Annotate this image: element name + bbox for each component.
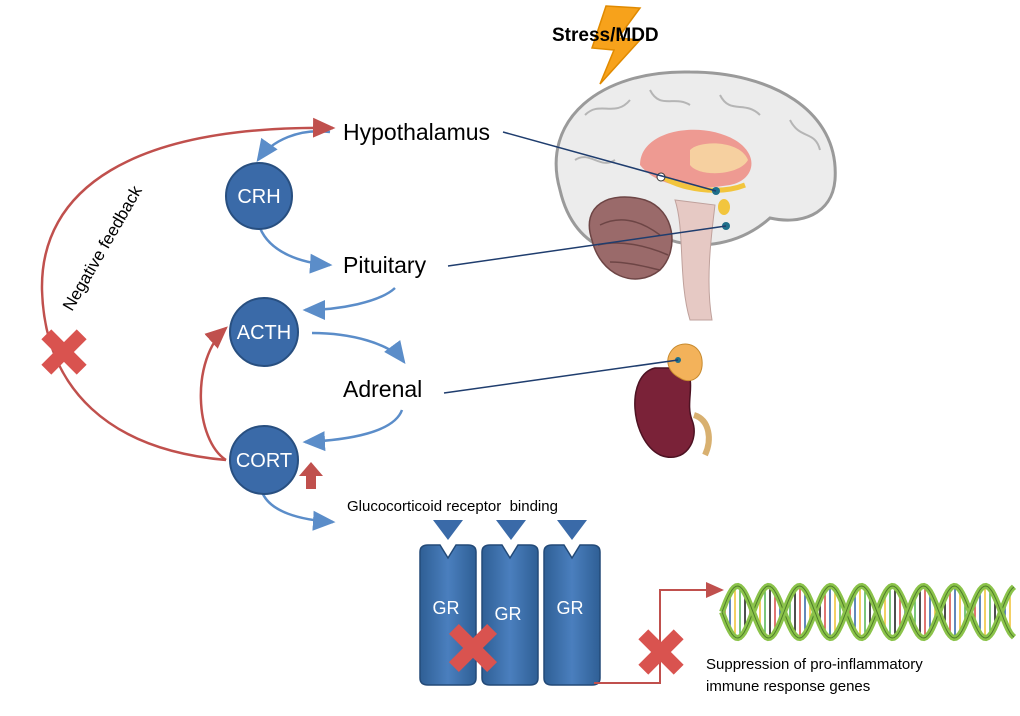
pituitary-label: Pituitary: [343, 252, 427, 278]
cort-node: [229, 425, 299, 495]
arrow-crh-to-pituitary: [258, 227, 333, 274]
outcome-label-line2: immune response genes: [706, 678, 870, 695]
adrenal-label: Adrenal: [343, 376, 422, 402]
brain-icon: [554, 70, 837, 321]
lightning-icon: [590, 5, 642, 85]
gr-receptor-2: [481, 544, 539, 686]
gr-label-2: GR: [495, 604, 522, 624]
stress-label: Stress/MDD: [552, 25, 659, 46]
crh-node: [225, 162, 293, 230]
transcription-blocked-cross-icon: [638, 629, 684, 675]
cort-label: CORT: [236, 450, 292, 472]
ligand-triangle-3: [557, 520, 587, 540]
gr-binding-label: Glucocorticoid receptor binding: [347, 498, 558, 515]
dna-helix-icon: [719, 582, 1017, 642]
hypothalamus-connector: [502, 131, 717, 192]
gr-label-1: GR: [433, 598, 460, 618]
gr-receptor-3: [543, 544, 601, 686]
outcome-label-line1: Suppression of pro-inflammatory: [706, 656, 923, 673]
ligand-triangle-1: [433, 520, 463, 540]
gr-label-3: GR: [557, 598, 584, 618]
arrow-cort-to-gr: [260, 491, 336, 531]
arrow-hypothalamus-to-crh: [256, 130, 331, 163]
acth-node: [229, 297, 299, 367]
pituitary-connector: [447, 225, 727, 267]
arrow-cort-to-acth: [199, 326, 228, 462]
feedback-blocked-cross-icon: [41, 329, 87, 375]
kidney-icon: [634, 343, 712, 458]
gr-blocked-cross-icon: [448, 623, 498, 673]
arrow-pituitary-to-acth: [302, 287, 396, 320]
acth-label: ACTH: [237, 322, 291, 344]
arrow-gr-to-dna: [594, 582, 724, 684]
cort-increase-arrow-icon: [299, 462, 323, 489]
adrenal-connector: [443, 359, 679, 394]
arrow-adrenal-to-cort: [302, 409, 404, 452]
hypothalamus-label: Hypothalamus: [343, 119, 490, 145]
arrow-acth-to-adrenal: [311, 331, 406, 365]
crh-label: CRH: [237, 186, 280, 208]
negative-feedback-arrow: [40, 117, 336, 462]
ligand-triangle-2: [496, 520, 526, 540]
